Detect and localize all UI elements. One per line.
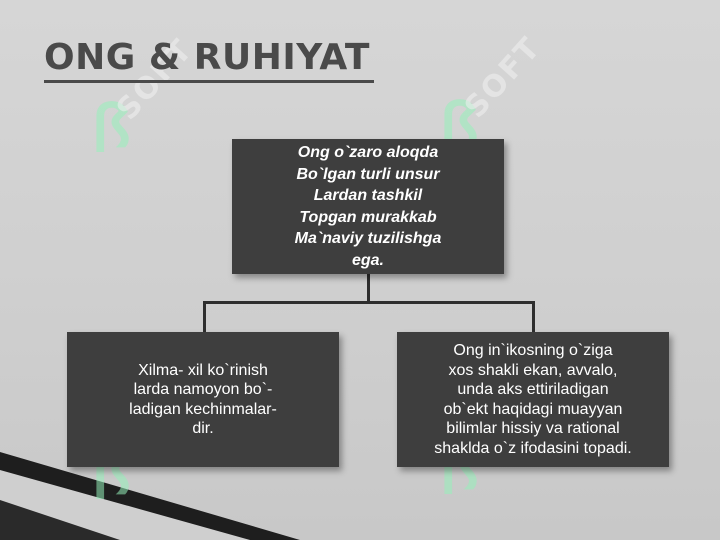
diagram-child-box-right: Ong in`ikosning o`ziga xos shakli ekan, …: [397, 332, 669, 467]
diagram-child-text: Ong in`ikosning o`ziga xos shakli ekan, …: [434, 342, 632, 457]
diagram-root-box: Ong o`zaro aloqda Bo`lgan turli unsur La…: [232, 139, 504, 274]
watermark-glyph: ꟗ: [92, 93, 132, 167]
diagram-child-text: Xilma- xil ko`rinish larda namoyon bo`- …: [129, 361, 277, 438]
connector-root-stem: [367, 274, 370, 302]
diagram-child-box-left: Xilma- xil ko`rinish larda namoyon bo`- …: [67, 332, 339, 467]
wedge-corner: [0, 500, 120, 540]
connector-right-drop: [532, 301, 535, 332]
diagram-root-text: Ong o`zaro aloqda Bo`lgan turli unsur La…: [294, 144, 442, 269]
connector-horizontal: [203, 301, 535, 304]
page-title: ONG & RUHIYAT: [44, 36, 374, 83]
connector-left-drop: [203, 301, 206, 332]
